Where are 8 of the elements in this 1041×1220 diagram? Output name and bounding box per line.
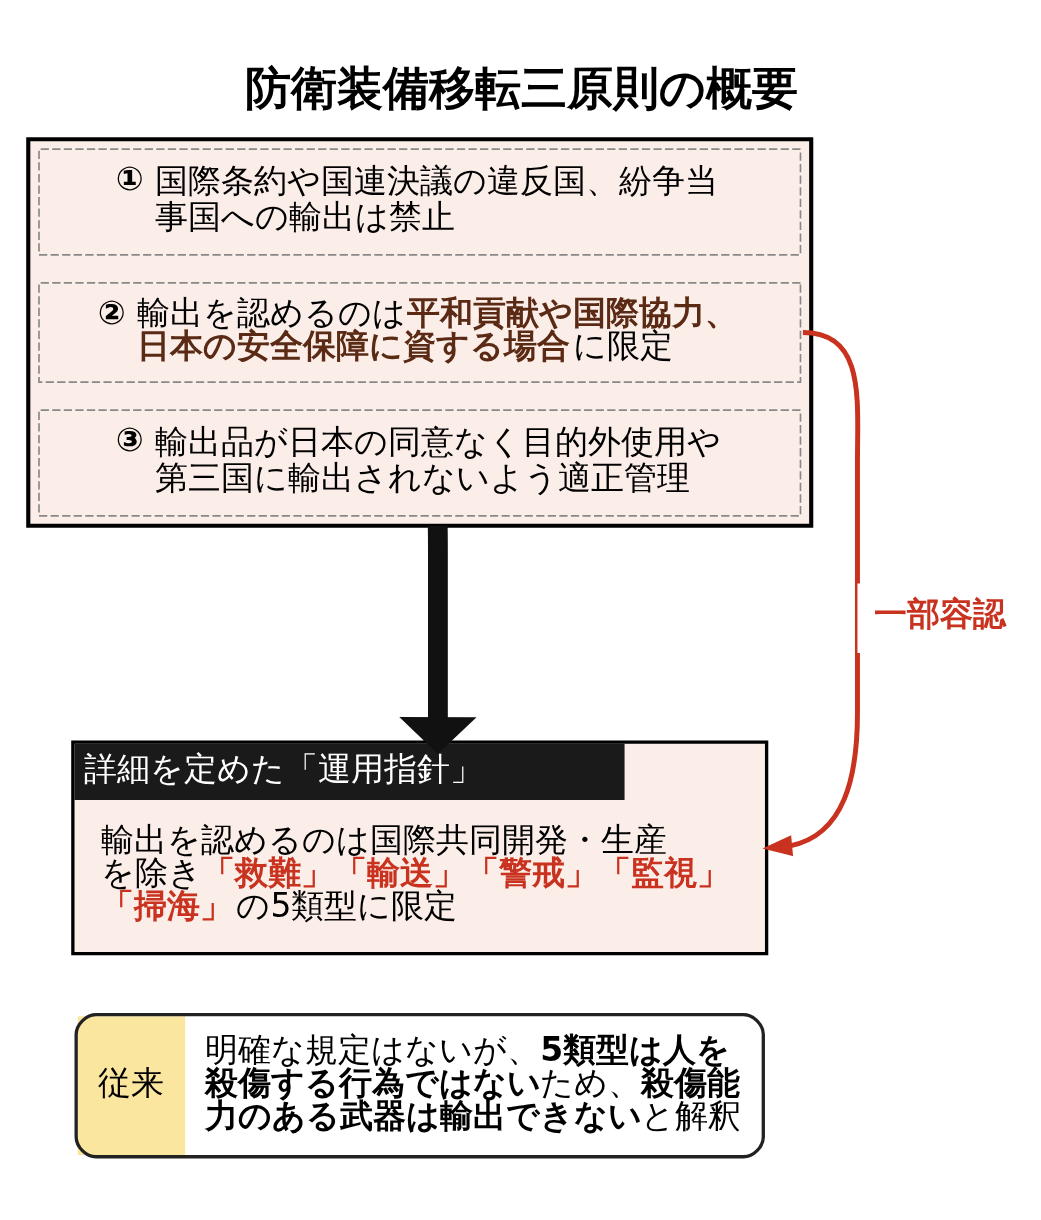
node-box: ① 国際条約や国連決議の違反国、紛争当事国への輸出は禁止: [38, 148, 802, 256]
arrow: [762, 330, 861, 857]
edge-label: 一部容認: [873, 593, 1006, 633]
arrow: [399, 525, 477, 754]
node-box: ③ 輸出品が日本の同意なく目的外使用や第三国に輸出されないよう適正管理: [38, 409, 802, 517]
diagram-title: 防衛装備移転三原則の概要: [244, 60, 798, 115]
cluster: [26, 137, 814, 528]
node-box: ② 輸出を認めるのは平和貢献や国際協力、日本の安全保障に資する場合に限定: [38, 282, 802, 383]
